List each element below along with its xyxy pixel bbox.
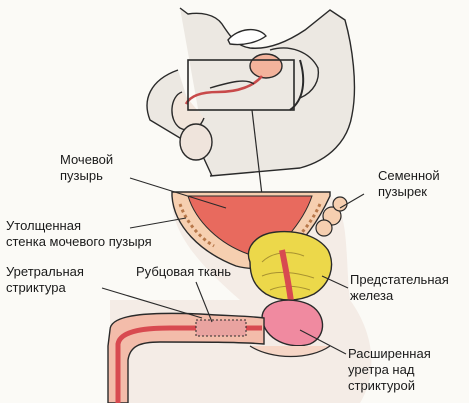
- label-bladder-wall: Утолщенная стенка мочевого пузыря: [6, 218, 152, 250]
- pelvic-bone: [227, 29, 267, 46]
- label-dilated-urethra-line3: стриктурой: [348, 378, 415, 393]
- label-scar-tissue: Рубцовая ткань: [136, 264, 231, 280]
- label-scar-tissue-line1: Рубцовая ткань: [136, 264, 232, 279]
- label-urethral-stricture-line1: Уретральная: [6, 264, 84, 279]
- torso-outline: [179, 7, 356, 177]
- label-prostate-line1: Предстательная: [350, 272, 449, 287]
- label-dilated-urethra-line2: уретра над: [348, 362, 415, 377]
- label-bladder-wall-line1: Утолщенная: [6, 218, 82, 233]
- overview-figure: [146, 7, 356, 177]
- label-bladder-wall-line2: стенка мочевого пузыря: [6, 234, 152, 249]
- label-seminal-vesicle-line1: Семенной: [378, 168, 440, 183]
- label-prostate-line2: железа: [350, 288, 394, 303]
- label-dilated-urethra-line1: Расширенная: [348, 346, 431, 361]
- label-dilated-urethra: Расширенная уретра над стриктурой: [348, 346, 431, 394]
- scar-tissue: [195, 319, 247, 337]
- detail-figure: [107, 191, 372, 403]
- label-urethral-stricture-line2: стриктура: [6, 280, 66, 295]
- penile-urethra: [115, 325, 262, 403]
- label-seminal-vesicle: Семенной пузырек: [378, 168, 440, 200]
- label-bladder: Мочевой пузырь: [60, 152, 113, 184]
- testis-outline: [179, 123, 213, 161]
- overview-bladder: [249, 53, 283, 79]
- label-bladder-line2: пузырь: [60, 168, 103, 183]
- inset-box: [187, 59, 295, 111]
- label-bladder-line1: Мочевой: [60, 152, 114, 167]
- leader-lines: [101, 177, 365, 355]
- label-prostate: Предстательная железа: [350, 272, 449, 304]
- prostate: [247, 230, 333, 301]
- label-urethral-stricture: Уретральная стриктура: [6, 264, 84, 296]
- label-seminal-vesicle-line2: пузырек: [378, 184, 427, 199]
- seminal-vesicle: [315, 196, 348, 237]
